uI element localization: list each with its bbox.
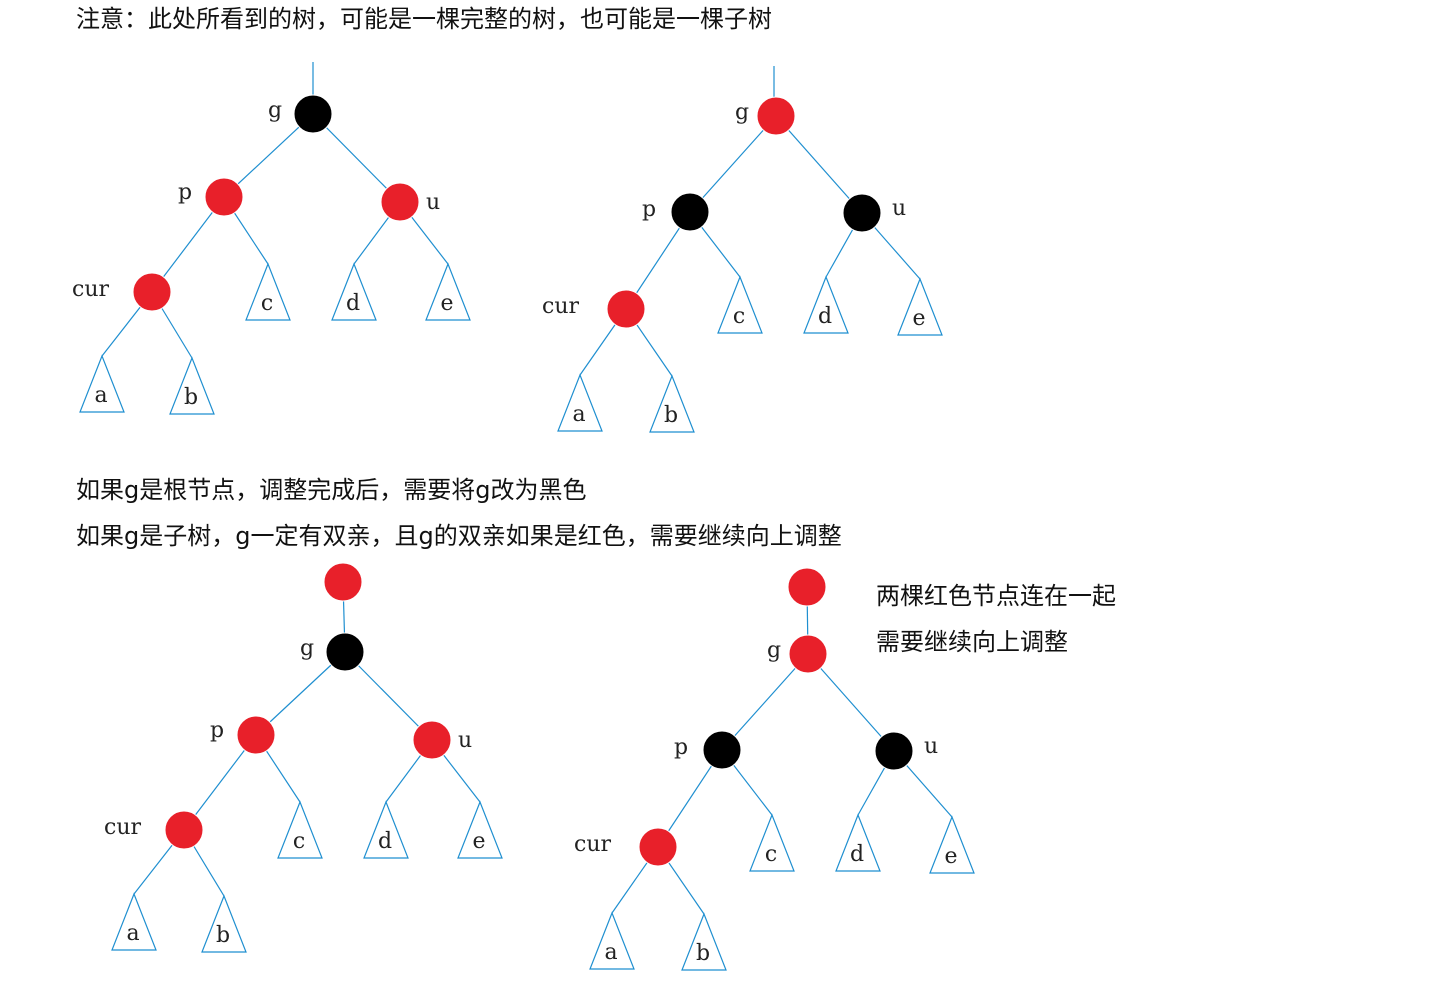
top-right-after-subtree-d-triangle (803, 275, 849, 334)
bottom-left-before-subtree-c-label: c (293, 829, 305, 854)
bottom-left-before-node-parent (323, 562, 363, 602)
bottom-left-before-subtree-b-label: b (216, 923, 230, 948)
bottom-left-before-label-u: u (458, 728, 472, 753)
bottom-right-after-subtree-e-label: e (944, 844, 957, 869)
bottom-left-before-subtree-e-label: e (472, 829, 485, 854)
top-left-before-label-g: g (268, 98, 282, 123)
top-right-after-subtree-a-triangle (557, 373, 603, 432)
top-left-before-edge-p-cur (151, 196, 225, 293)
bottom-left-before-node-u (412, 720, 452, 760)
top-left-before-subtree-e-label: e (440, 291, 453, 316)
top-right-after-node-cur (606, 289, 646, 329)
bottom-right-after-subtree-c-label: c (765, 842, 777, 867)
bottom-right-after-label-cur: cur (574, 832, 611, 857)
top-right-after-edge-g-u (775, 115, 863, 214)
bottom-left-before-edge-p-cur (183, 734, 257, 831)
bottom-left-before-label-g: g (300, 636, 314, 661)
note-subtree-case: 如果g是子树，g一定有双亲，且g的双亲如果是红色，需要继续向上调整 (76, 522, 842, 550)
bottom-right-after-label-p: p (674, 735, 688, 760)
top-left-before-node-g (293, 94, 333, 134)
bottom-left-before-node-g (325, 632, 365, 672)
bottom-left-before-subtree-a-triangle (111, 892, 157, 951)
bottom-right-after-node-cur (638, 827, 678, 867)
top-right-after-label-u: u (892, 196, 906, 221)
bottom-left-before-edge-g-u (344, 651, 433, 741)
top-right-after-label-cur: cur (542, 294, 579, 319)
bottom-left-before-label-p: p (210, 718, 224, 743)
bottom-left-before-subtree-d-triangle (363, 800, 409, 859)
bottom-left-before-subtree-c-triangle (277, 800, 323, 859)
top-left-before-node-p (204, 177, 244, 217)
note-root-case: 如果g是根节点，调整完成后，需要将g改为黑色 (76, 476, 587, 504)
top-right-after-subtree-c-triangle (717, 275, 763, 334)
bottom-left-before-edge-g-p (255, 651, 346, 736)
top-left-before-label-p: p (178, 180, 192, 205)
bottom-left-before-label-cur: cur (104, 815, 141, 840)
bottom-left-before-subtree-b-triangle (201, 894, 247, 953)
top-left-before-subtree-e-triangle (425, 262, 471, 321)
bottom-right-after-subtree-b-triangle (681, 912, 727, 971)
bottom-right-after-label-g: g (767, 638, 781, 663)
top-right-after-label-g: g (735, 100, 749, 125)
bottom-right-after-subtree-b-label: b (696, 941, 710, 966)
bottom-left-before-subtree-d-label: d (378, 829, 392, 854)
top-left-before-subtree-b-label: b (184, 385, 198, 410)
top-left-before-subtree-a-label: a (94, 383, 107, 408)
top-right-after-edge-g-p (689, 115, 777, 213)
bottom-left-before-subtree-a-label: a (126, 921, 139, 946)
top-left-before-label-cur: cur (72, 277, 109, 302)
bottom-right-after-label-u: u (924, 734, 938, 759)
top-left-before-subtree-c-label: c (261, 291, 273, 316)
top-right-after-node-u (842, 193, 882, 233)
note-side-line1: 两棵红色节点连在一起 (876, 582, 1116, 610)
bottom-right-after-node-parent (787, 567, 827, 607)
top-right-after-label-p: p (642, 197, 656, 222)
top-right-after-node-p (670, 192, 710, 232)
top-right-after-subtree-b-triangle (649, 374, 695, 433)
top-right-after-subtree-a-label: a (572, 402, 585, 427)
bottom-right-after-subtree-e-triangle (929, 815, 975, 874)
top-left-before-subtree-c-triangle (245, 262, 291, 321)
top-left-before-label-u: u (426, 190, 440, 215)
bottom-right-after-node-u (874, 731, 914, 771)
bottom-right-after-subtree-d-label: d (850, 842, 864, 867)
top-left-before-subtree-a-triangle (79, 354, 125, 413)
top-left-before-node-cur (132, 272, 172, 312)
top-left-before-node-u (380, 182, 420, 222)
top-left-before-subtree-d-label: d (346, 291, 360, 316)
bottom-left-before-subtree-e-triangle (457, 800, 503, 859)
bottom-right-after-node-p (702, 730, 742, 770)
top-left-before-edge-g-u (312, 113, 401, 203)
note-side-line2: 需要继续向上调整 (876, 628, 1068, 656)
bottom-left-before-node-p (236, 715, 276, 755)
bottom-right-after-subtree-a-triangle (589, 911, 635, 970)
top-left-before-subtree-b-triangle (169, 356, 215, 415)
top-right-after-node-g (756, 96, 796, 136)
bottom-left-before-node-cur (164, 810, 204, 850)
bottom-right-after-edge-g-u (807, 653, 895, 752)
bottom-right-after-subtree-d-triangle (835, 813, 881, 872)
top-right-after-subtree-c-label: c (733, 304, 745, 329)
bottom-right-after-edge-g-p (721, 653, 809, 751)
bottom-right-after-subtree-c-triangle (749, 813, 795, 872)
top-right-after-subtree-e-label: e (912, 306, 925, 331)
bottom-right-after-node-g (788, 634, 828, 674)
top-right-after-subtree-e-triangle (897, 277, 943, 336)
top-right-after-subtree-d-label: d (818, 304, 832, 329)
bottom-right-after-subtree-a-label: a (604, 940, 617, 965)
top-right-after-subtree-b-label: b (664, 403, 678, 428)
top-left-before-subtree-d-triangle (331, 262, 377, 321)
top-left-before-edge-g-p (223, 113, 314, 198)
note-top: 注意：此处所看到的树，可能是一棵完整的树，也可能是一棵子树 (76, 5, 772, 33)
